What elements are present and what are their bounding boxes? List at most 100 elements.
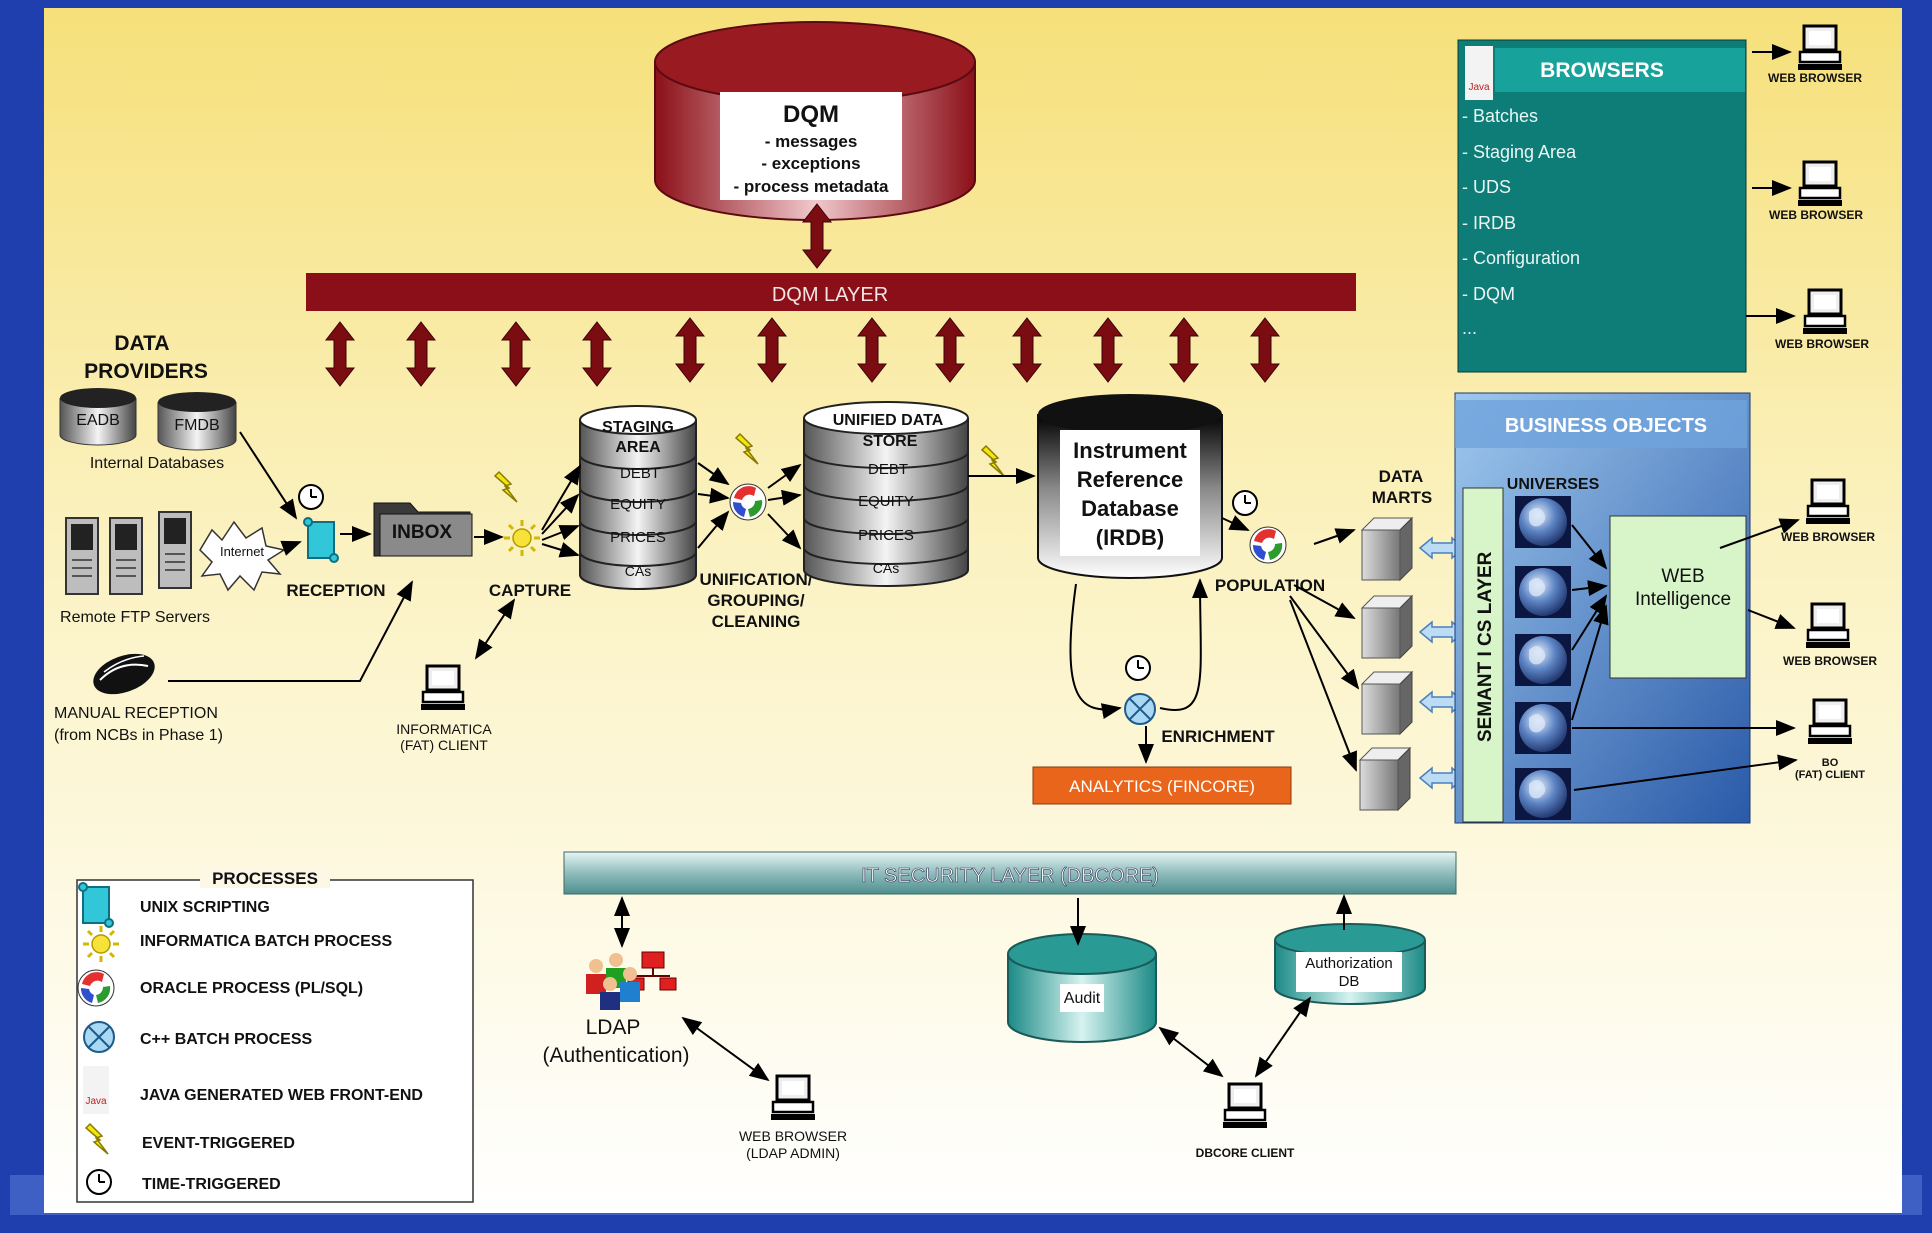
unification-label-3: CLEANING xyxy=(712,612,801,631)
eadb-label: EADB xyxy=(76,412,120,429)
legend-cpp-icon xyxy=(83,1021,115,1053)
capture-informatica-icon xyxy=(502,518,542,558)
browsers-title: BROWSERS xyxy=(1540,59,1664,82)
legend-item-informatica: INFORMATICA BATCH PROCESS xyxy=(140,933,392,950)
legend-title: PROCESSES xyxy=(212,869,318,888)
manual-reception-label: MANUAL RECEPTION xyxy=(54,705,218,722)
data-providers-title-2: PROVIDERS xyxy=(84,360,208,383)
web-browser-label: WEB BROWSER xyxy=(1781,530,1875,544)
data-marts-title-1: DATA xyxy=(1379,467,1424,486)
data-providers-title-1: DATA xyxy=(114,332,169,355)
legend-item-unix: UNIX SCRIPTING xyxy=(140,899,270,916)
dqm-database: DQM - messages - exceptions - process me… xyxy=(654,21,976,221)
legend-item-event: EVENT-TRIGGERED xyxy=(142,1135,295,1152)
uds-row-debt: DEBT xyxy=(868,461,908,478)
web-browser-label: WEB BROWSER xyxy=(1769,208,1863,222)
browsers-item-dqm: - DQM xyxy=(1462,284,1515,304)
legend-item-oracle: ORACLE PROCESS (PL/SQL) xyxy=(140,980,363,997)
population-label: POPULATION xyxy=(1215,576,1325,595)
staging-row-prices: PRICES xyxy=(610,529,666,546)
business-objects-panel: BUSINESS OBJECTS UNIVERSES SEMANT I CS L… xyxy=(1454,392,1751,824)
enrichment-cpp-icon xyxy=(1124,693,1156,725)
staging-title-1: STAGING xyxy=(602,419,674,436)
manual-reception-icon xyxy=(93,653,155,695)
inbox-label: INBOX xyxy=(392,522,453,543)
inbox-folder: INBOX xyxy=(373,502,473,557)
web-browser-label: WEB BROWSER xyxy=(1768,71,1862,85)
analytics-box xyxy=(1032,766,1292,805)
browsers-panel: Java BROWSERS - Batches - Staging Area -… xyxy=(1457,39,1747,373)
dbcore-client-label: DBCORE CLIENT xyxy=(1196,1146,1295,1160)
data-marts-title-2: MARTS xyxy=(1372,488,1432,507)
legend-item-time: TIME-TRIGGERED xyxy=(142,1176,281,1193)
dqm-line-metadata: - process metadata xyxy=(734,177,889,196)
internet-label: Internet xyxy=(220,544,264,559)
web-intelligence-label-2: Intelligence xyxy=(1635,589,1731,610)
ldap-users-icon xyxy=(586,951,677,1010)
web-intelligence-label-1: WEB xyxy=(1661,566,1704,587)
web-browser-clients: WEB BROWSER WEB BROWSER WEB BROWSER WEB … xyxy=(1768,24,1877,781)
informatica-client-label-2: (FAT) CLIENT xyxy=(400,737,488,753)
legend-unix-icon xyxy=(78,882,114,928)
browsers-item-batches: - Batches xyxy=(1462,106,1538,126)
dqm-title: DQM xyxy=(783,101,839,128)
dqm-line-exceptions: - exceptions xyxy=(761,154,860,173)
web-browser-label: WEB BROWSER xyxy=(1775,337,1869,351)
informatica-client-label-1: INFORMATICA xyxy=(396,721,492,737)
enrichment-clock-icon xyxy=(1125,655,1151,681)
irdb-database: Instrument Reference Database (IRDB) xyxy=(1037,394,1223,579)
authorization-label-1: Authorization xyxy=(1305,955,1393,972)
universes-label: UNIVERSES xyxy=(1507,476,1600,493)
web-intelligence-box xyxy=(1609,515,1747,679)
uds-row-cas: CAs xyxy=(873,560,899,576)
reception-clock-icon xyxy=(298,484,324,510)
java-icon-label: Java xyxy=(1468,82,1490,93)
flow-connectors xyxy=(168,44,1800,1082)
legend-time-icon xyxy=(86,1169,112,1195)
remote-ftp-label: Remote FTP Servers xyxy=(60,609,210,626)
ldap-authentication-label: (Authentication) xyxy=(542,1044,689,1067)
reception-unix-icon xyxy=(303,517,339,563)
analytics-label: ANALYTICS (FINCORE) xyxy=(1069,777,1255,796)
legend-java-icon-label: Java xyxy=(85,1096,107,1107)
business-objects-title: BUSINESS OBJECTS xyxy=(1505,415,1707,437)
ldap-admin-label-1: WEB BROWSER xyxy=(739,1128,847,1144)
java-icon xyxy=(1465,46,1493,100)
audit-database: Audit xyxy=(1007,933,1157,1043)
manual-reception-note: (from NCBs in Phase 1) xyxy=(54,727,223,744)
browsers-item-irdb: - IRDB xyxy=(1462,213,1516,233)
eadb-database: EADB xyxy=(59,388,137,446)
legend-item-java: JAVA GENERATED WEB FRONT-END xyxy=(140,1087,423,1104)
staging-area-database: STAGING AREA DEBT EQUITY PRICES CAs xyxy=(579,405,697,590)
legend-informatica-icon xyxy=(81,924,121,964)
staging-row-cas: CAs xyxy=(625,563,651,579)
legend-oracle-icon xyxy=(77,969,115,1007)
staging-row-debt: DEBT xyxy=(620,465,660,482)
bo-client-label-1: BO xyxy=(1822,757,1839,769)
reception-label: RECEPTION xyxy=(286,581,385,600)
staging-title-2: AREA xyxy=(615,439,661,456)
browsers-item-more: ... xyxy=(1462,318,1477,338)
bo-client-label-2: (FAT) CLIENT xyxy=(1795,769,1865,781)
ftp-servers xyxy=(65,511,192,595)
capture-label: CAPTURE xyxy=(489,581,571,600)
unification-label-1: UNIFICATION/ xyxy=(699,570,812,589)
ldap-admin-label-2: (LDAP ADMIN) xyxy=(746,1145,840,1161)
staging-row-equity: EQUITY xyxy=(610,496,666,513)
fmdb-database: FMDB xyxy=(157,392,237,451)
legend-java-icon xyxy=(83,1066,109,1114)
uds-title-2: STORE xyxy=(863,433,918,450)
authorization-database: Authorization DB xyxy=(1274,923,1426,1005)
irdb-line-4: (IRDB) xyxy=(1096,525,1164,550)
dqm-line-messages: - messages xyxy=(765,132,858,151)
uds-row-prices: PRICES xyxy=(858,527,914,544)
unification-label-2: GROUPING/ xyxy=(707,591,805,610)
enrichment-label: ENRICHMENT xyxy=(1161,727,1275,746)
legend-item-cpp: C++ BATCH PROCESS xyxy=(140,1031,313,1048)
ldap-label: LDAP xyxy=(586,1016,641,1039)
population-oracle-icon xyxy=(1249,526,1287,564)
it-security-layer-bar xyxy=(563,851,1457,895)
irdb-line-2: Reference xyxy=(1077,467,1183,492)
uds-title-1: UNIFIED DATA xyxy=(833,412,944,429)
